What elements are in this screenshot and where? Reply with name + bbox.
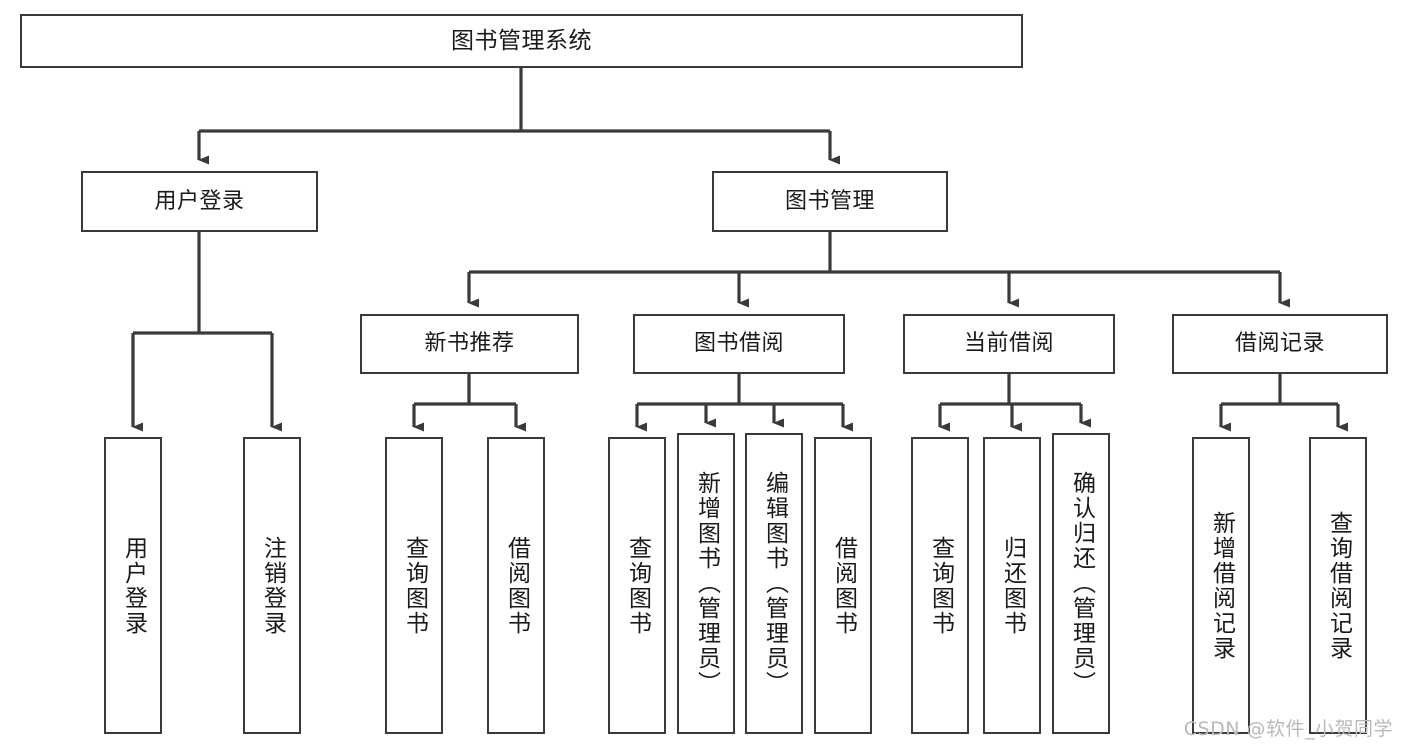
node-leaf-add-book[interactable]: 新增图书（管理员） — [677, 433, 735, 734]
node-leaf-query-book-borrow[interactable]: 查询图书 — [608, 437, 666, 734]
node-label: 借阅图书 — [830, 535, 857, 636]
node-leaf-query-book-current[interactable]: 查询图书 — [911, 437, 969, 734]
node-new-book-recommend[interactable]: 新书推荐 — [360, 314, 579, 374]
node-label: 新书推荐 — [424, 331, 515, 357]
node-leaf-query-book-recommend[interactable]: 查询图书 — [385, 437, 443, 734]
node-label: 新增借阅记录 — [1208, 510, 1235, 661]
node-leaf-add-record[interactable]: 新增借阅记录 — [1192, 437, 1250, 734]
node-borrow-record[interactable]: 借阅记录 — [1172, 314, 1388, 374]
node-label: 归还图书 — [999, 535, 1026, 636]
node-label: 查询借阅记录 — [1325, 510, 1352, 661]
node-leaf-borrow-book-recommend[interactable]: 借阅图书 — [487, 437, 545, 734]
node-label: 借阅图书 — [503, 535, 530, 636]
node-label: 查询图书 — [401, 535, 428, 636]
csdn-watermark: CSDN @软件_小贺同学 — [1183, 718, 1393, 740]
node-leaf-return-book[interactable]: 归还图书 — [983, 437, 1041, 734]
node-root-book-management-system[interactable]: 图书管理系统 — [20, 14, 1023, 68]
node-label: 编辑图书（管理员） — [761, 471, 788, 696]
node-book-borrow[interactable]: 图书借阅 — [633, 314, 845, 374]
node-label: 图书借阅 — [693, 331, 784, 357]
node-label: 查询图书 — [927, 535, 954, 636]
node-leaf-confirm-return[interactable]: 确认归还（管理员） — [1052, 433, 1110, 734]
node-current-borrow[interactable]: 当前借阅 — [903, 314, 1115, 374]
node-label: 图书管理系统 — [451, 27, 592, 54]
node-label: 用户登录 — [154, 188, 245, 214]
node-label: 查询图书 — [624, 535, 651, 636]
node-leaf-borrow-book[interactable]: 借阅图书 — [814, 437, 872, 734]
node-leaf-query-record[interactable]: 查询借阅记录 — [1309, 437, 1367, 734]
node-label: 确认归还（管理员） — [1068, 471, 1095, 696]
node-label: 新增图书（管理员） — [693, 471, 720, 696]
node-label: 用户登录 — [120, 535, 147, 636]
node-leaf-user-login[interactable]: 用户登录 — [104, 437, 162, 734]
node-label: 当前借阅 — [963, 331, 1054, 357]
node-label: 图书管理 — [784, 188, 875, 214]
node-user-login[interactable]: 用户登录 — [81, 171, 318, 232]
node-leaf-logout[interactable]: 注销登录 — [243, 437, 301, 734]
node-label: 借阅记录 — [1234, 331, 1325, 357]
node-label: 注销登录 — [259, 535, 286, 636]
node-leaf-edit-book[interactable]: 编辑图书（管理员） — [745, 433, 803, 734]
node-book-manage[interactable]: 图书管理 — [712, 171, 948, 232]
